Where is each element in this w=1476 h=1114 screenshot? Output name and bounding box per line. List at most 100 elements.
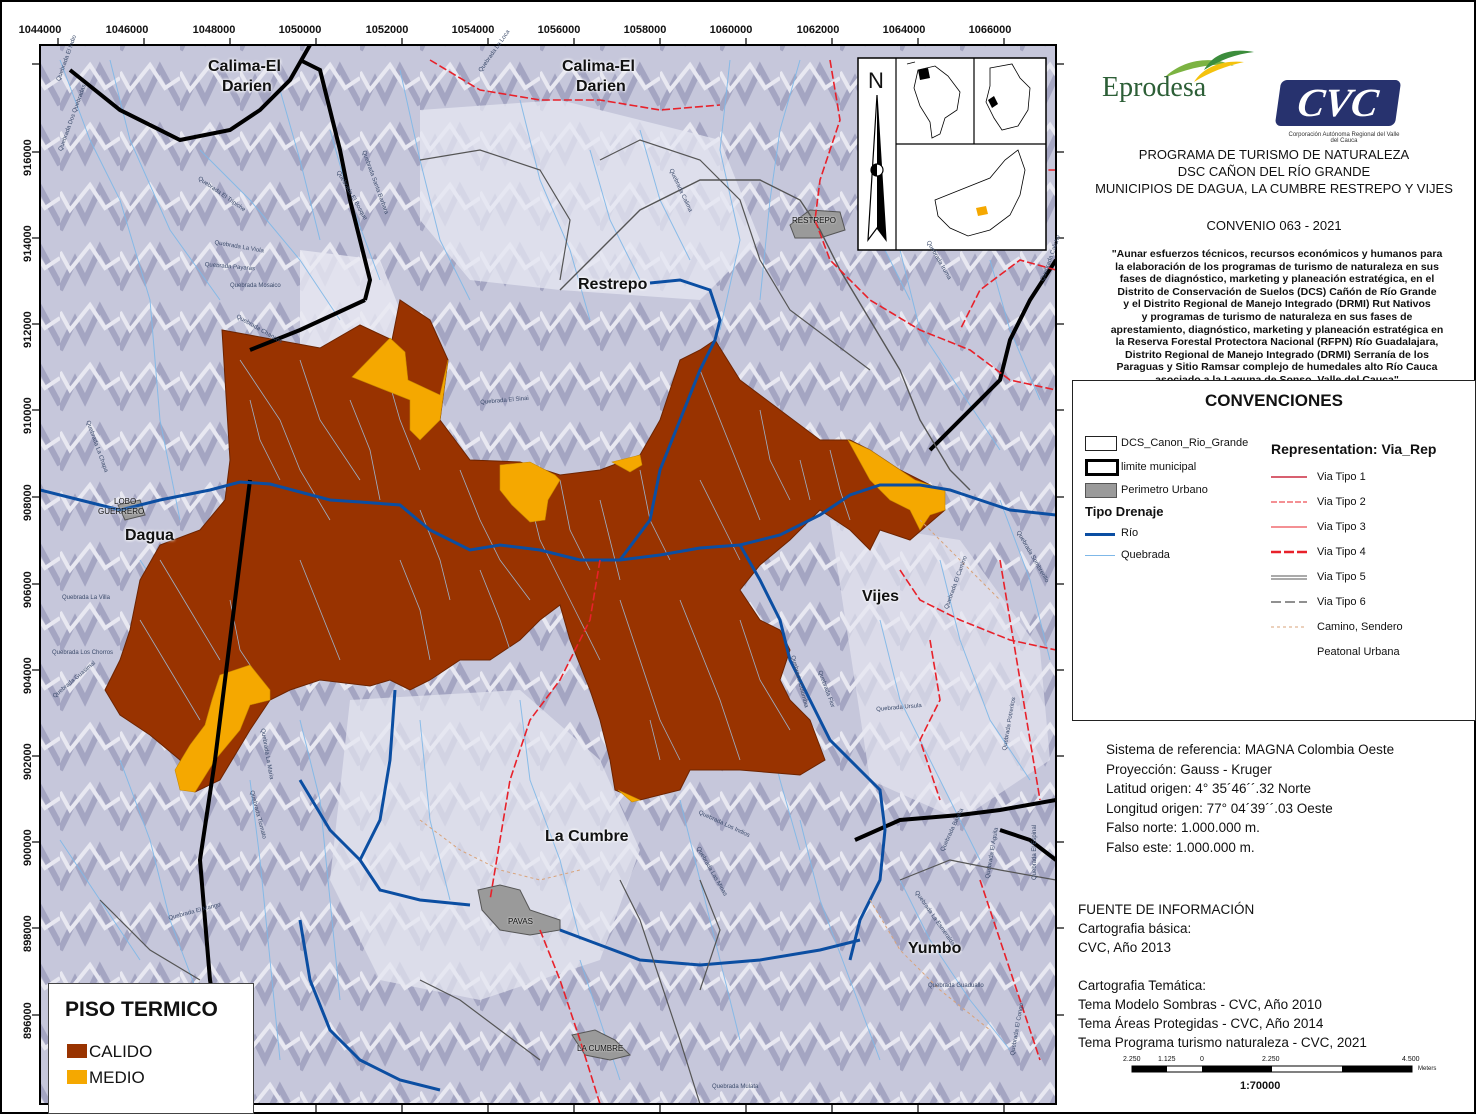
y-tick-label: 906000 xyxy=(22,571,34,608)
locator-inset xyxy=(857,57,1047,251)
reference-line: Falso este: 1.000.000 m. xyxy=(1106,839,1255,855)
reference-line: Latitud origen: 4° 35´46´´.32 Norte xyxy=(1106,781,1312,796)
x-tick-label: 1058000 xyxy=(623,24,667,36)
reference-line: Sistema de referencia: MAGNA Colombia Oe… xyxy=(1106,742,1395,757)
representation-heading: Representation: Via_Rep xyxy=(1271,441,1437,457)
town-calima-left-line1: Calima-El xyxy=(208,58,281,75)
town-dagua: Dagua xyxy=(125,527,174,544)
objective-line: aprestamiento, diagnóstico, marketing y … xyxy=(1110,323,1444,336)
y-tick-label: 916000 xyxy=(22,139,34,176)
x-tick-label: 1066000 xyxy=(968,24,1012,36)
piso-calido-row: CALIDO xyxy=(67,1042,152,1062)
camino-sendero-label: Camino, Sendero xyxy=(1317,621,1403,633)
scale-tick: 0 xyxy=(1200,1056,1204,1063)
limite-label: limite municipal xyxy=(1121,461,1197,473)
urban-restrepo-label: RESTREPO xyxy=(792,216,837,225)
objective-line: fases de diagnóstico, marketing y planea… xyxy=(1119,273,1435,286)
north-letter: N xyxy=(868,68,884,93)
dcs-label: DCS_Canon_Rio_Grande xyxy=(1121,437,1249,449)
convenciones-legend: CONVENCIONES DCS_Canon_Rio_Grande limite… xyxy=(1072,380,1476,721)
y-tick-label: 902000 xyxy=(22,743,34,780)
scale-tick: 1.125 xyxy=(1158,1056,1176,1063)
dcs-swatch xyxy=(1085,436,1117,451)
y-tick-label: 908000 xyxy=(22,484,34,521)
cvc-logo-subtitle: Corporación Autónoma Regional del Valle … xyxy=(1288,132,1400,144)
sources-title: FUENTE DE INFORMACIÓN xyxy=(1078,902,1255,917)
eprodesa-leaf-icon xyxy=(1164,50,1254,82)
y-tick-label: 896000 xyxy=(22,1002,34,1039)
medio-swatch xyxy=(67,1070,87,1084)
reference-line: Longitud origen: 77° 04´39´´.03 Oeste xyxy=(1106,800,1333,816)
quebrada-label: Quebrada El Espinal xyxy=(1032,824,1038,880)
program-title-3: MUNICIPIOS DE DAGUA, LA CUMBRE RESTREPO … xyxy=(1095,181,1453,196)
objective-line: y programas de turismo de naturaleza en … xyxy=(1141,310,1413,323)
urban-loboguerrero-label-2: GUERRERO xyxy=(98,507,145,516)
via-tipo-4-label: Via Tipo 4 xyxy=(1317,546,1366,558)
perimetro-label: Perimetro Urbano xyxy=(1121,484,1208,496)
convenio-label: CONVENIO 063 - 2021 xyxy=(1206,218,1342,233)
scale-units: Meters xyxy=(1418,1066,1437,1072)
town-calima-right-line1: Calima-El xyxy=(562,58,635,75)
x-tick-label: 1054000 xyxy=(451,24,495,36)
x-tick-label: 1052000 xyxy=(365,24,409,36)
eprodesa-text: Eprodesa xyxy=(1102,72,1207,103)
convenciones-title: CONVENCIONES xyxy=(1205,391,1343,410)
quebrada-label: Quebrada La Villa xyxy=(62,595,110,601)
x-tick-label: 1046000 xyxy=(105,24,149,36)
via-swatches xyxy=(1271,476,1307,628)
via-tipo6-network xyxy=(99,139,1056,1104)
scale-tick: 4.500 xyxy=(1402,1056,1420,1063)
program-title-1: PROGRAMA DE TURISMO DE NATURALEZA xyxy=(1138,147,1410,162)
urban-loboguerrero-label-1: LOBO xyxy=(114,497,137,506)
via-tipo-2-label: Via Tipo 2 xyxy=(1317,496,1366,508)
x-tick-label: 1060000 xyxy=(709,24,753,36)
objective-line: Distrito Regional de Manejo Integrado (D… xyxy=(1125,348,1429,361)
top-ticks xyxy=(57,38,1005,45)
town-calima-right-line2: Darien xyxy=(576,78,626,95)
town-restrepo: Restrepo xyxy=(578,276,648,293)
piso-termico-legend: PISO TERMICO CALIDO MEDIO xyxy=(48,983,254,1114)
medio-label: MEDIO xyxy=(89,1068,145,1087)
via-tipo-6-label: Via Tipo 6 xyxy=(1317,596,1366,608)
perimetro-swatch xyxy=(1085,483,1117,498)
town-la-cumbre: La Cumbre xyxy=(545,828,629,845)
quebrada-label: Quebrada xyxy=(1121,549,1170,561)
scale-bar xyxy=(1131,1065,1413,1073)
y-tick-label: 904000 xyxy=(22,657,34,694)
source-line: Cartografia básica: xyxy=(1078,921,1192,936)
x-tick-label: 1048000 xyxy=(192,24,236,36)
source-line: Tema Áreas Protegidas - CVC, Año 2014 xyxy=(1078,1016,1324,1031)
urban-la-cumbre-label: LA CUMBRE xyxy=(577,1044,624,1053)
limite-swatch xyxy=(1085,459,1119,476)
urban-perimeters xyxy=(117,209,846,1061)
medio-zones xyxy=(174,337,946,803)
dcs-outline xyxy=(559,179,971,491)
calido-swatch xyxy=(67,1044,87,1058)
via-tipo-5-label: Via Tipo 5 xyxy=(1317,571,1366,583)
reference-line: Proyección: Gauss - Kruger xyxy=(1106,761,1272,777)
scale-ratio: 1:70000 xyxy=(1240,1080,1281,1092)
town-vijes: Vijes xyxy=(862,588,900,605)
cvc-logo: CVC xyxy=(1274,80,1402,126)
x-tick-label: 1062000 xyxy=(796,24,840,36)
piso-termico-title: PISO TERMICO xyxy=(65,998,218,1021)
objective-line: la elaboración de los programas de turis… xyxy=(1115,260,1439,273)
via-tipo-1-label: Via Tipo 1 xyxy=(1317,471,1366,483)
scale-tick: 2.250 xyxy=(1262,1056,1280,1063)
rio-label: Río xyxy=(1121,527,1139,539)
scale-tick: 2.250 xyxy=(1123,1056,1141,1063)
source-line: CVC, Año 2013 xyxy=(1078,940,1172,955)
objective-line: la Reserva Forestal Protectora Nacional … xyxy=(1115,336,1439,349)
source-line: Cartografia Temática: xyxy=(1078,978,1207,993)
via-tipo-3-label: Via Tipo 3 xyxy=(1317,521,1366,533)
y-tick-label: 914000 xyxy=(22,225,34,262)
quebrada-label: Quebrada Los Chorros xyxy=(52,650,114,656)
rio-network xyxy=(40,278,1056,1092)
objective-line: "Aunar esfuerzos técnicos, recursos econ… xyxy=(1111,248,1443,260)
source-line: Tema Programa turismo naturaleza - CVC, … xyxy=(1078,1035,1367,1050)
objective-line: Distrito de Conservación de Suelos (DCS)… xyxy=(1117,285,1437,298)
y-tick-label: 912000 xyxy=(22,311,34,348)
reference-system: Sistema de referencia: MAGNA Colombia Oe… xyxy=(1106,740,1394,857)
